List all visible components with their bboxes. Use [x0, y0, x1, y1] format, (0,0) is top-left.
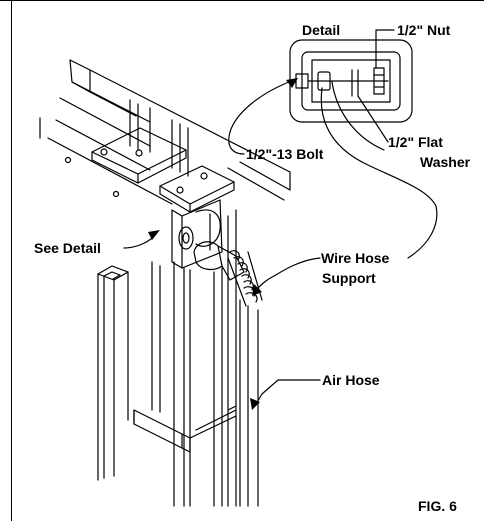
wire-hose-label-line1: Wire Hose — [321, 250, 390, 266]
square-tube — [97, 265, 129, 481]
mounting-plates — [91, 127, 235, 213]
frame-rails — [39, 59, 291, 205]
nut-label: 1/2" Nut — [397, 22, 451, 38]
hose-fitting — [193, 241, 245, 281]
wire-hose-label-line2: Support — [322, 270, 376, 286]
detail-label: Detail — [302, 22, 341, 38]
upright-posts — [129, 99, 189, 177]
see-detail-label: See Detail — [34, 240, 101, 256]
frame-top-border — [0, 0, 484, 1]
detail-callout — [289, 39, 413, 123]
bolt-label: 1/2"-13 Bolt — [246, 146, 324, 162]
flat-washer-label-line2: Washer — [420, 154, 471, 170]
clevis-bracket — [171, 199, 223, 269]
cylinder-body — [133, 209, 259, 507]
flat-washer-label-line1: 1/2" Flat — [388, 134, 443, 150]
air-hose-label: Air Hose — [322, 372, 380, 388]
frame-left-border — [11, 0, 12, 521]
leader-lines — [123, 29, 438, 405]
figure-label: FIG. 6 — [418, 498, 457, 514]
wire-hose-coil — [227, 250, 263, 307]
arrowheads — [148, 78, 298, 410]
